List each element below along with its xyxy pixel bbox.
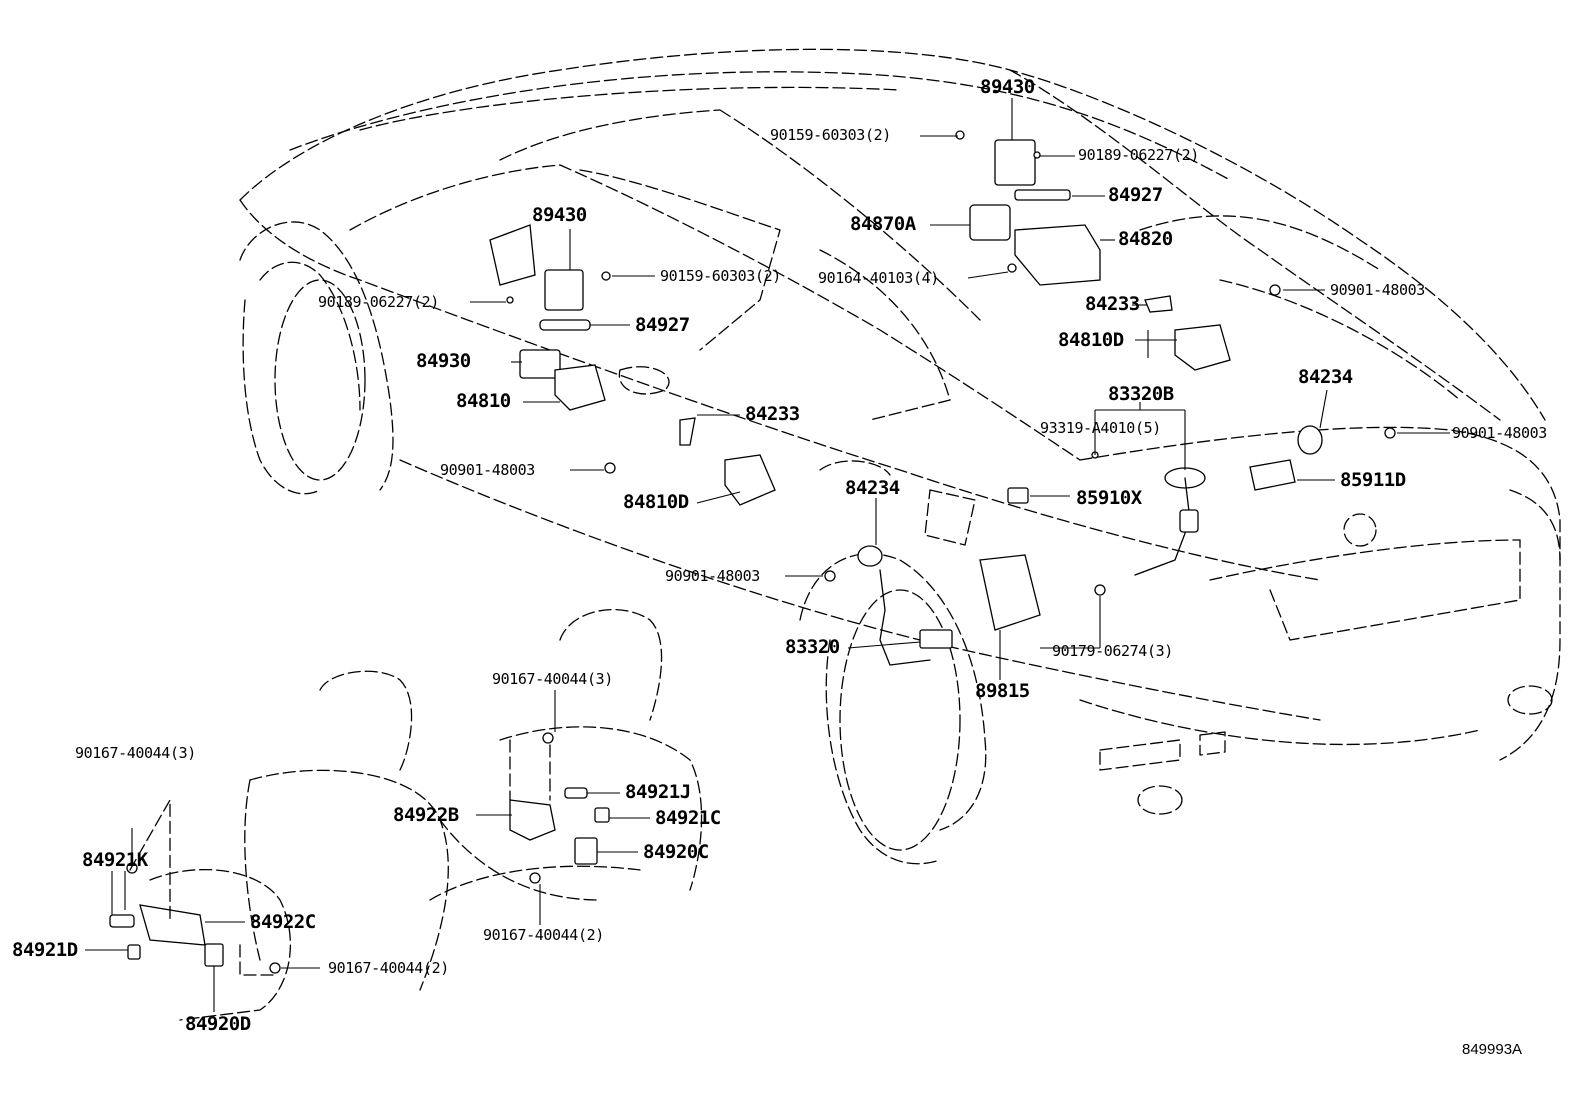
callout-84233-left: 84233 <box>745 403 800 425</box>
screw-90901-left <box>604 462 616 474</box>
callout-90167-40044-left-seat: 90167-40044(3) <box>75 744 196 762</box>
part-glyphs <box>109 130 1396 976</box>
switch-84810d-middle <box>724 454 776 506</box>
switch-84233-right <box>1144 295 1173 313</box>
callout-84920c: 84920C <box>643 841 709 863</box>
car-body-outline <box>239 48 1561 865</box>
callout-84921c: 84921C <box>655 807 721 829</box>
screw-90167-seat-lower <box>529 872 541 884</box>
module-85911d <box>1249 459 1296 491</box>
switch-84234-middle <box>857 545 883 567</box>
bracket-84927-left <box>539 319 591 331</box>
callout-84922c: 84922C <box>250 911 316 933</box>
callout-84922b: 84922B <box>393 804 459 826</box>
fuel-sender-83320 <box>919 629 953 649</box>
screw-90167-left-seat-lower <box>269 962 281 974</box>
callout-84810d-right: 84810D <box>1058 329 1124 351</box>
callout-89815: 89815 <box>975 680 1030 702</box>
callout-85911d: 85911D <box>1340 469 1406 491</box>
callout-84930: 84930 <box>416 350 471 372</box>
switch-84920c <box>574 837 598 865</box>
switch-84233-left <box>679 417 696 446</box>
callout-84921j: 84921J <box>625 781 691 803</box>
nut-90179 <box>1094 584 1106 596</box>
screw-90901-far-right <box>1384 427 1396 439</box>
callout-83320: 83320 <box>785 636 840 658</box>
callout-90179-06274: 90179-06274(3) <box>1052 642 1173 660</box>
callout-93319-a4010: 93319-A4010(5) <box>1040 419 1161 437</box>
callout-90167-40044-left-seat-lower: 90167-40044(2) <box>328 959 449 977</box>
clip-90189-upper <box>1033 151 1041 159</box>
callout-89430-left: 89430 <box>532 204 587 226</box>
clip-90189-left <box>506 296 514 304</box>
callout-84927-upper: 84927 <box>1108 184 1163 206</box>
screw-90167-left-seat <box>126 862 138 874</box>
callout-90159-60303-left: 90159-60303(2) <box>660 267 781 285</box>
cover-84921c <box>594 807 610 823</box>
mirror <box>489 224 536 286</box>
switch-84870a <box>969 204 1011 241</box>
screw-90164 <box>1007 263 1017 273</box>
callout-90189-06227-left: 90189-06227(2) <box>318 293 439 311</box>
screw-90901-middle <box>824 570 836 582</box>
callout-84920d: 84920D <box>185 1013 251 1035</box>
screw-90159-upper <box>955 130 965 140</box>
callout-90167-40044-seat-lower: 90167-40044(2) <box>483 926 604 944</box>
callout-84810: 84810 <box>456 390 511 412</box>
bracket-84922b <box>509 799 556 841</box>
callout-84234-middle: 84234 <box>845 477 900 499</box>
callout-89430-upper: 89430 <box>980 76 1035 98</box>
callout-90901-48003-middle: 90901-48003 <box>665 567 760 585</box>
callout-84233-right: 84233 <box>1085 293 1140 315</box>
leader-lines <box>85 98 1450 1012</box>
callout-90901-48003-far-right: 90901-48003 <box>1452 424 1547 442</box>
cover-84921j <box>564 787 588 799</box>
module-89430-upper <box>994 139 1036 186</box>
cover-84921d <box>127 944 141 960</box>
switch-84810 <box>554 364 606 411</box>
callout-83320b: 83320B <box>1108 383 1174 405</box>
diagram-reference-number: 849993A <box>1462 1041 1523 1058</box>
screw-90167-seat-upper <box>542 732 554 744</box>
callout-84234-right: 84234 <box>1298 366 1353 388</box>
switch-84234-right <box>1297 425 1323 455</box>
callout-90901-48003-left: 90901-48003 <box>440 461 535 479</box>
callout-84927-left: 84927 <box>635 314 690 336</box>
module-89815 <box>979 554 1041 631</box>
module-89430-left <box>544 269 584 311</box>
connector-85910x <box>1007 487 1029 504</box>
callout-90901-48003-right: 90901-48003 <box>1330 281 1425 299</box>
callout-84921k: 84921K <box>82 849 148 871</box>
seat-outline <box>149 608 703 1021</box>
screw-90901-right <box>1269 284 1281 296</box>
callout-84921d: 84921D <box>12 939 78 961</box>
switch-84920d <box>204 943 224 967</box>
callout-90159-60303-upper: 90159-60303(2) <box>770 126 891 144</box>
callout-84870a: 84870A <box>850 213 916 235</box>
callout-84820: 84820 <box>1118 228 1173 250</box>
callout-85910x: 85910X <box>1076 487 1142 509</box>
callout-84810d-middle: 84810D <box>623 491 689 513</box>
bracket-84927-upper <box>1014 189 1071 201</box>
switch-84930 <box>519 349 561 379</box>
callout-90189-06227-upper: 90189-06227(2) <box>1078 146 1199 164</box>
cover-84921k <box>109 914 135 928</box>
screw-90159-left <box>601 271 611 281</box>
callout-90167-40044-seat-upper: 90167-40044(3) <box>492 670 613 688</box>
switch-84810d-right <box>1174 324 1231 371</box>
callout-90164-40103: 90164-40103(4) <box>818 269 939 287</box>
switch-84820 <box>1014 224 1101 286</box>
bracket-84922c <box>139 904 206 946</box>
